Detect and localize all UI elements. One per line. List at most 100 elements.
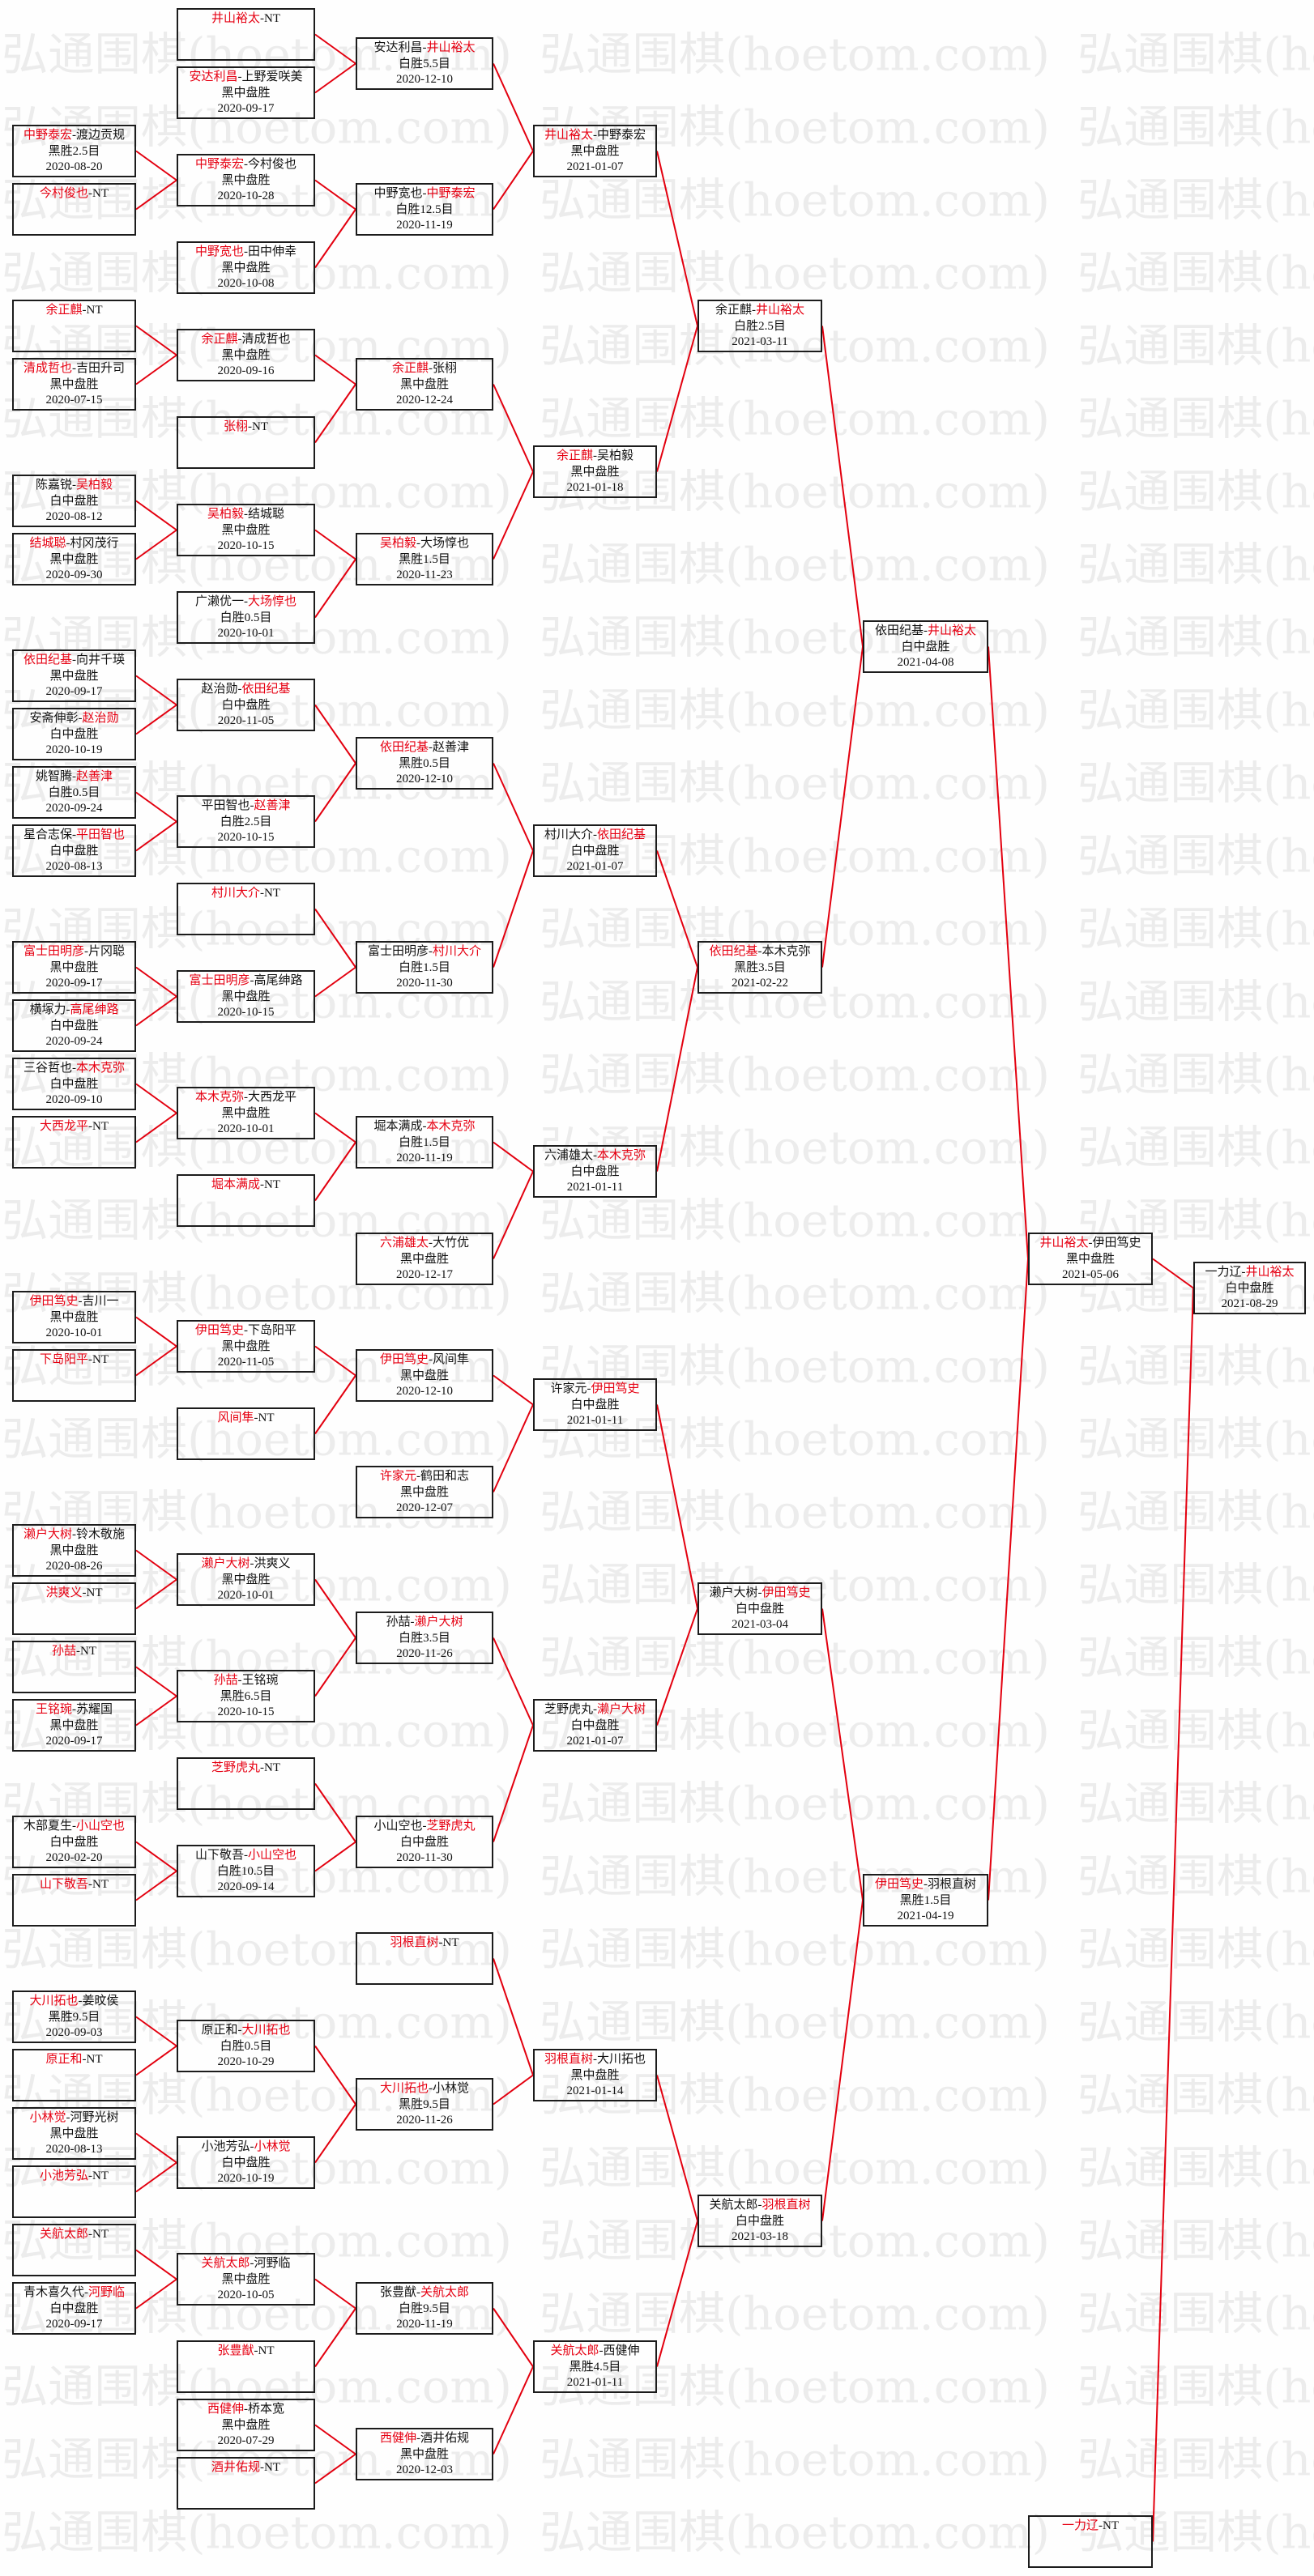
player-name: 今村俊也 bbox=[248, 158, 297, 171]
connector-line bbox=[135, 1083, 177, 1114]
connector-line bbox=[493, 1374, 534, 1406]
player-separator: - bbox=[88, 1353, 92, 1366]
match-date: 2020-12-03 bbox=[396, 2463, 453, 2476]
player-name: 陈嘉锐 bbox=[35, 479, 72, 492]
player-separator: - bbox=[72, 654, 76, 666]
player-separator: - bbox=[250, 974, 254, 987]
player-name: NT bbox=[264, 1761, 280, 1774]
match-result: 白中盘胜 bbox=[570, 1165, 620, 1178]
match-result: 黑中盘胜 bbox=[221, 1339, 271, 1353]
match-date: 2020-07-29 bbox=[217, 2434, 275, 2447]
connector-line bbox=[656, 850, 698, 968]
winner-name: 井山裕太 bbox=[1245, 1266, 1295, 1279]
match-result: 黑中盘胜 bbox=[221, 261, 271, 275]
player-name: 羽根直树 bbox=[928, 1878, 977, 1891]
player-separator: - bbox=[260, 1761, 264, 1774]
player-separator: - bbox=[410, 1616, 415, 1629]
player-separator: - bbox=[82, 1586, 87, 1599]
match-date: 2020-11-05 bbox=[217, 1356, 275, 1369]
winner-name: 原正和 bbox=[45, 2053, 83, 2066]
match-date: 2020-10-29 bbox=[217, 2055, 275, 2068]
winner-name: 余正麒 bbox=[45, 304, 83, 317]
winner-name: 芝野虎丸 bbox=[426, 1820, 476, 1833]
bye-box: 酒井佑规-NT bbox=[177, 2457, 315, 2510]
connector-line bbox=[135, 966, 177, 998]
winner-name: 羽根直树 bbox=[544, 2053, 593, 2066]
connector-line bbox=[314, 908, 356, 969]
winner-name: 今村俊也 bbox=[39, 187, 88, 200]
player-separator: - bbox=[422, 187, 427, 200]
player-separator: - bbox=[244, 1849, 248, 1862]
winner-name: 伊田笃史 bbox=[591, 1382, 640, 1395]
watermark-text: 弘通围棋(hoetom.com) bbox=[1077, 2143, 1314, 2195]
watermark-text: 弘通围棋(hoetom.com) bbox=[2, 1195, 512, 1248]
match-players: 清成哲也-吉田升司 bbox=[14, 361, 134, 377]
bye-box: 小池芳弘-NT bbox=[12, 2165, 136, 2218]
connector-line bbox=[493, 1725, 534, 1842]
match-result: 白胜1.5目 bbox=[399, 960, 450, 974]
player-name: 中野宽也 bbox=[373, 187, 423, 200]
match-date: 2020-10-19 bbox=[45, 743, 103, 756]
match-players: 小池芳弘-NT bbox=[14, 2169, 134, 2185]
winner-name: 大场惇也 bbox=[248, 595, 297, 608]
winner-name: 余正麒 bbox=[201, 333, 238, 346]
player-separator: - bbox=[66, 2111, 70, 2124]
match-result: 黑中盘胜 bbox=[49, 377, 99, 391]
winner-name: 关航太郎 bbox=[550, 2344, 599, 2357]
match-result: 黑胜2.5目 bbox=[48, 144, 100, 158]
connector-line bbox=[314, 62, 356, 94]
player-separator: - bbox=[438, 1936, 443, 1949]
match-date: 2020-09-30 bbox=[45, 568, 103, 581]
match-players: 大西龙平-NT bbox=[14, 1119, 134, 1135]
bye-box: 原正和-NT bbox=[12, 2049, 136, 2101]
player-separator: - bbox=[88, 1120, 92, 1133]
match-date: 2020-11-26 bbox=[396, 1647, 453, 1660]
player-name: 一力辽 bbox=[1205, 1266, 1242, 1279]
connector-line bbox=[656, 967, 698, 1172]
player-separator: - bbox=[78, 712, 83, 725]
match-result: 白胜2.5目 bbox=[734, 319, 786, 333]
winner-name: 依田纪基 bbox=[23, 654, 72, 666]
match-result: 白胜0.5目 bbox=[220, 2039, 272, 2053]
player-separator: - bbox=[72, 129, 76, 142]
match-result: 黑中盘胜 bbox=[49, 2127, 99, 2140]
winner-name: 羽根直树 bbox=[390, 1936, 439, 1949]
connector-line bbox=[821, 646, 864, 968]
player-separator: - bbox=[82, 2053, 87, 2066]
match-players: 芝野虎丸-濑户大树 bbox=[535, 1702, 655, 1718]
match-players: 小林觉-河野光树 bbox=[14, 2110, 134, 2127]
match-date: 2020-08-26 bbox=[45, 1560, 103, 1573]
match-result: 白中盘胜 bbox=[735, 1602, 784, 1616]
match-result: 黑中盘胜 bbox=[570, 2068, 620, 2082]
match-result: 黑中盘胜 bbox=[399, 377, 449, 391]
player-separator: - bbox=[244, 158, 248, 171]
watermark-text: 弘通围棋(hoetom.com) bbox=[1077, 904, 1314, 956]
watermark-text: 弘通围棋(hoetom.com) bbox=[2, 612, 512, 665]
player-separator: - bbox=[237, 1674, 242, 1687]
match-players: 小山空也-芝野虎丸 bbox=[357, 1819, 492, 1835]
connector-line bbox=[314, 1345, 356, 1377]
connector-line bbox=[493, 1171, 534, 1259]
match-date: 2020-12-10 bbox=[396, 1385, 453, 1398]
watermark-text: 弘通围棋(hoetom.com) bbox=[540, 685, 1050, 738]
match-players: 横塚力-高尾绅路 bbox=[14, 1003, 134, 1019]
watermark-text: 弘通围棋(hoetom.com) bbox=[1077, 1851, 1314, 1904]
watermark-text: 弘通围棋(hoetom.com) bbox=[1077, 2070, 1314, 2123]
match-result: 黑胜6.5目 bbox=[220, 1689, 272, 1703]
match-result: 白胜2.5目 bbox=[220, 815, 272, 828]
watermark-text: 弘通围棋(hoetom.com) bbox=[2, 904, 512, 956]
match-result: 白中盘胜 bbox=[1225, 1281, 1274, 1295]
match-result: 白中盘胜 bbox=[49, 727, 99, 741]
player-name: NT bbox=[92, 1120, 109, 1133]
connector-line bbox=[314, 1841, 356, 1872]
connector-line bbox=[314, 1578, 356, 1639]
player-separator: - bbox=[237, 70, 242, 83]
